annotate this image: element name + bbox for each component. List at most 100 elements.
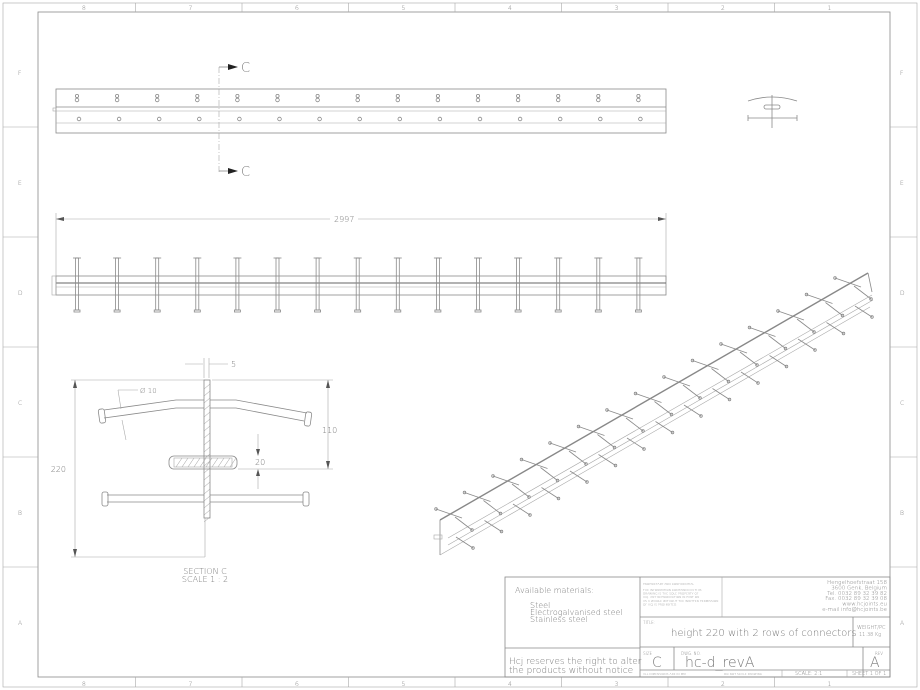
iso-connector [683,404,702,417]
address-line: e-mail info@hcjoints.be [822,607,887,613]
connector-end [434,309,442,313]
iso-connector [626,437,645,450]
connector-end [554,309,562,313]
zone-row-label: B [900,510,904,517]
connector-bar [636,257,641,311]
bolt-hole [115,94,120,99]
connector-hole [437,116,443,122]
zone-column-label: 5 [402,5,406,12]
zone-column-label: 5 [402,681,406,688]
connector-hole [277,116,282,122]
section-title: SECTION C [183,567,227,576]
address-line: 3600 Genk, Belgium [831,585,887,591]
iso-connector [606,409,634,420]
drawing-title: height 220 with 2 rows of connectors [671,628,857,639]
connector-bar [516,257,520,311]
dwg-no-label: DWG. NO. [681,651,701,656]
iso-connector [796,318,815,333]
connector-bar [395,257,400,311]
iso-connector [720,343,748,354]
bolt-hole [75,94,80,99]
zone-column-label: 2 [721,681,725,688]
iso-connector [521,459,548,469]
bolt-hole [596,97,601,103]
materials-heading: Available materials: [515,586,594,595]
connector-bar [195,257,200,311]
size-value: C [652,655,662,671]
iso-connector [797,338,816,351]
scale-note: DO NOT SCALE DRAWING [724,672,762,676]
bolt-hole [435,97,441,103]
iso-connector [568,450,587,465]
connector-bar [155,257,160,311]
zone-column-label: 1 [828,681,832,688]
connector-end [274,309,281,313]
iso-connector [740,371,759,384]
isometric-view [433,272,874,556]
connector-end [193,309,201,313]
iso-connector [655,421,673,433]
zone-row-label: E [900,180,904,187]
top-view [52,88,667,134]
bolt-hole [275,94,280,99]
iso-connector [768,335,786,349]
connector-bar [476,257,480,311]
iso-connector [749,327,776,337]
connector-bar [355,257,360,311]
bolt-hole [355,97,360,103]
bolt-hole [155,94,160,99]
material-item: Electrogalvanised steel [530,608,623,617]
iso-connector [597,434,615,448]
iso-connector [578,426,605,436]
connector-hole [76,116,82,122]
iso-connector [484,520,502,532]
upper-height-dimension: 110 [322,426,337,435]
bolt-hole [636,94,641,99]
bolt-hole [516,94,521,99]
connector-end [594,309,602,313]
bolt-hole [395,94,400,99]
connector-end [514,309,522,313]
iso-connector [511,483,530,498]
zone-column-label: 8 [82,681,86,688]
connector-bar [115,257,119,311]
zone-row-label: D [900,290,905,297]
connector-hole [116,116,122,122]
bolt-hole [235,94,240,99]
address-line: Fax. 0032 89 32 39 08 [825,596,887,602]
iso-connector [540,467,558,481]
zone-column-label: 4 [508,681,512,688]
connector-end [635,309,642,313]
proprietary-text-line: THE INFORMATION CONTAINED IN THIS [643,588,702,592]
iso-connector [454,516,473,531]
connector-bar [556,257,561,311]
iso-connector [854,305,873,318]
bolt-hole [556,97,561,103]
zone-column-label: 3 [615,681,619,688]
bolt-hole [235,97,240,103]
connector-hole [237,116,242,122]
connector-bar [275,257,280,311]
bolt-hole [475,97,481,103]
diameter-dimension: Ø 10 [140,387,157,395]
connector-end [73,309,81,313]
zone-column-label: 3 [615,5,619,12]
dwg-no-value: hc-d_revA [685,655,755,671]
bolt-hole [475,94,480,99]
connector-hole [477,116,483,122]
iso-connector [712,388,730,400]
iso-connector [663,376,691,387]
connector-end [153,309,161,313]
iso-connector [682,384,701,399]
connector-end [474,309,482,313]
iso-connector [598,454,616,466]
proprietary-text-line: DRAWING IS THE SOLE PROPERTY OF [643,592,699,596]
connector-hole [357,116,362,122]
bolt-hole [275,97,280,103]
iso-connector [569,470,588,483]
connector-end [354,309,362,313]
section-view: 220 110 5 20 Ø 10 SECTION [51,358,337,584]
size-label: SIZE [643,651,652,656]
zone-column-label: 6 [295,681,299,688]
